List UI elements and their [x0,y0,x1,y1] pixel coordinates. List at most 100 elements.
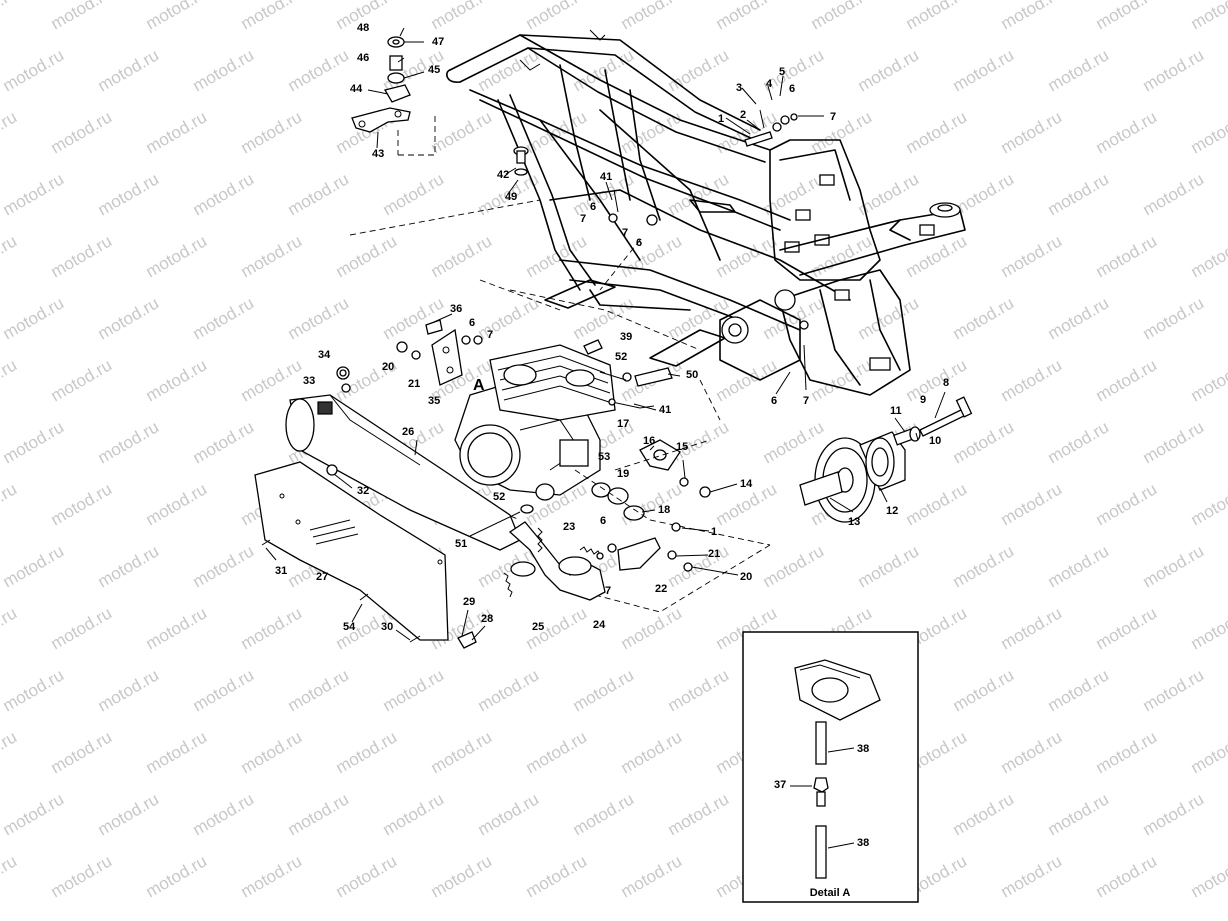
watermark-text: motod.ru [1045,541,1113,591]
watermark-text: motod.ru [998,0,1066,33]
watermark-text: motod.ru [903,231,971,281]
watermark-text: motod.ru [48,851,116,901]
callout-c19: 19 [617,468,629,480]
watermark-text: motod.ru [760,541,828,591]
watermark-text: motod.ru [1140,789,1208,839]
watermark-text: motod.ru [143,479,211,529]
callout-c49: 49 [505,191,517,203]
callout-c7e: 7 [605,585,611,597]
watermark-text: motod.ru [1045,45,1113,95]
watermark-text: motod.ru [428,231,496,281]
callout-c11: 11 [890,405,902,417]
callout-c36: 36 [450,303,462,315]
callout-c20a: 20 [382,361,394,373]
watermark-text: motod.ru [475,293,543,343]
watermark-text: motod.ru [238,603,306,653]
callout-c17: 17 [617,418,629,430]
watermark-text: motod.ru [143,231,211,281]
watermark-text: motod.ru [143,355,211,405]
callout-c29: 29 [463,596,475,608]
watermark-text: motod.ru [1188,727,1228,777]
callout-c21a: 21 [408,378,420,390]
watermark-text: motod.ru [48,231,116,281]
watermark-text: motod.ru [1093,851,1161,901]
watermark-text: motod.ru [143,727,211,777]
watermark-text: motod.ru [333,727,401,777]
callout-c23: 23 [563,521,575,533]
watermark-text: motod.ru [1188,851,1228,901]
callout-c6e: 6 [600,515,606,527]
callout-c22: 22 [655,583,667,595]
watermark-text: motod.ru [618,851,686,901]
watermark-text: motod.ru [0,789,67,839]
callout-c3: 3 [736,82,742,94]
callout-c15: 15 [676,441,688,453]
watermark-text: motod.ru [998,851,1066,901]
watermark-text: motod.ru [190,45,258,95]
watermark-text: motod.ru [1093,479,1161,529]
watermark-text: motod.ru [1140,45,1208,95]
watermark-text: motod.ru [1188,107,1228,157]
callout-c7f: 7 [803,395,809,407]
watermark-text: motod.ru [1188,603,1228,653]
watermark-text: motod.ru [0,665,67,715]
callout-c26: 26 [402,426,414,438]
callout-c25: 25 [532,621,544,633]
watermark-text: motod.ru [903,355,971,405]
callout-c1b: 1 [711,526,717,538]
watermark-text: motod.ru [618,603,686,653]
callout-c24: 24 [593,619,606,631]
watermark-text: motod.ru [1093,603,1161,653]
watermark-text: motod.ru [0,293,67,343]
watermark-text: motod.ru [1093,107,1161,157]
watermark-text: motod.ru [95,169,163,219]
watermark-text: motod.ru [950,45,1018,95]
watermark-text: motod.ru [855,169,923,219]
watermark-text: motod.ru [903,107,971,157]
callout-c12: 12 [886,505,898,517]
callout-c18: 18 [658,504,670,516]
watermark-text: motod.ru [523,851,591,901]
watermark-layer: motod.ru motod.ru motod.ru motod.ru motod.ru… [0,0,1228,901]
watermark-text: motod.ru [285,45,353,95]
watermark-text: motod.ru [1188,479,1228,529]
callout-c13: 13 [848,516,860,528]
callout-c4: 4 [766,78,773,90]
watermark-text: motod.ru [190,541,258,591]
watermark-text: motod.ru [190,293,258,343]
watermark-text: motod.ru [523,727,591,777]
callout-c10: 10 [929,435,941,447]
callout-c27: 27 [316,571,328,583]
watermark-text: motod.ru [1093,231,1161,281]
watermark-text: motod.ru [1045,665,1113,715]
watermark-text: motod.ru [333,231,401,281]
callout-c38a: 38 [857,743,869,755]
watermark-text: motod.ru [428,107,496,157]
watermark-text: motod.ru [0,479,20,529]
watermark-text: motod.ru [855,541,923,591]
watermark-text: motod.ru [808,355,876,405]
callout-c21b: 21 [708,548,720,560]
watermark-text: motod.ru [0,107,20,157]
watermark-text: motod.ru [475,789,543,839]
watermark-text: motod.ru [808,0,876,33]
watermark-text: motod.ru [618,107,686,157]
watermark-text: motod.ru [0,417,67,467]
watermark-text: motod.ru [1188,0,1228,33]
callout-c41a: 41 [600,171,612,183]
watermark-text: motod.ru [1093,355,1161,405]
watermark-text: motod.ru [238,231,306,281]
watermark-text: motod.ru [238,355,306,405]
watermark-text: motod.ru [1093,727,1161,777]
watermark-text: motod.ru [190,417,258,467]
watermark-text: motod.ru [1045,789,1113,839]
watermark-text: motod.ru [998,107,1066,157]
callout-c6a: 6 [590,201,596,213]
watermark-text: motod.ru [190,169,258,219]
watermark-text: motod.ru [0,355,20,405]
watermark-text: motod.ru [713,355,781,405]
watermark-text: motod.ru [95,45,163,95]
watermark-text: motod.ru [998,231,1066,281]
callout-c33: 33 [303,375,315,387]
